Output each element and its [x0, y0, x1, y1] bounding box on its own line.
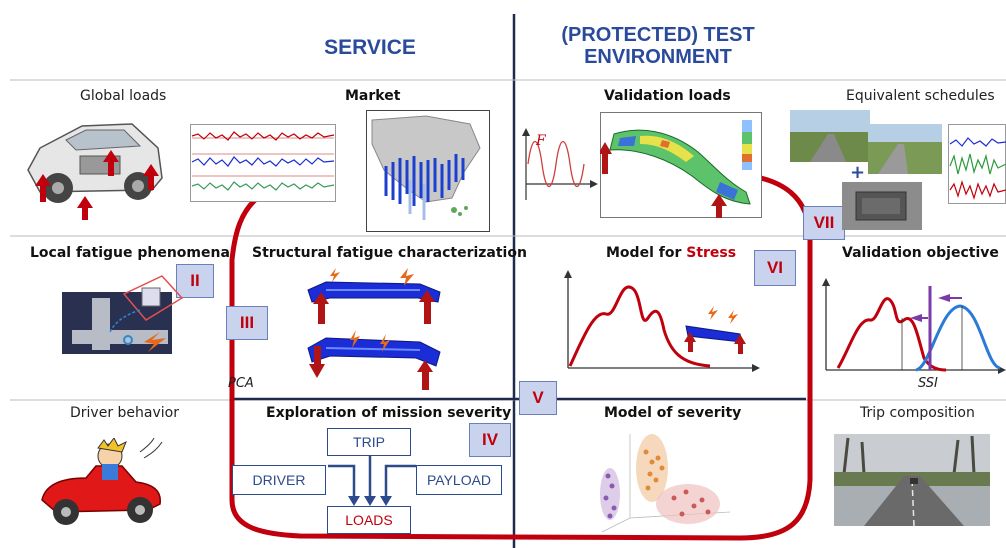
- service-heading: SERVICE: [324, 36, 416, 59]
- driver-behavior-label: Driver behavior: [70, 405, 179, 421]
- validation-objective-label: Validation objective: [842, 245, 999, 261]
- local-fatigue-label: Local fatigue phenomena: [30, 245, 230, 261]
- car-cutaway-illustration: [27, 123, 163, 220]
- step-iii-badge: III: [226, 306, 268, 340]
- driver-cartoon-illustration: [41, 438, 163, 525]
- market-load-signals: [190, 124, 336, 202]
- trip-composition-label: Trip composition: [860, 405, 975, 421]
- validation-objective-plot: [822, 278, 1006, 374]
- equivalent-signals: [948, 124, 1006, 204]
- weld-crack-illustration: [62, 275, 184, 354]
- model-for-text: Model for: [606, 245, 687, 261]
- market-label: Market: [345, 88, 401, 104]
- step-vii-badge: VII: [803, 206, 845, 240]
- beam-structure-top: [307, 268, 441, 324]
- plus-sign: +: [850, 162, 866, 183]
- validation-loads-label: Validation loads: [604, 88, 731, 104]
- severity-scatter-plot: [600, 434, 731, 533]
- step-iv-badge: IV: [469, 423, 511, 457]
- structural-fatigue-label: Structural fatigue characterization: [252, 245, 527, 261]
- model-for-stress-label: Model for Stress: [606, 245, 736, 261]
- pothole-photo: [842, 182, 922, 230]
- step-ii-badge: II: [176, 264, 214, 298]
- road-photo-2: [868, 124, 942, 174]
- stress-text: Stress: [686, 245, 737, 261]
- validation-force-plot: [522, 128, 598, 200]
- market-map-illustration: [366, 110, 490, 232]
- stress-distribution-plot: [564, 270, 760, 372]
- force-symbol: F: [536, 133, 546, 149]
- step-v-badge: V: [519, 381, 557, 415]
- pca-annotation: PCA: [228, 376, 254, 391]
- equivalent-schedules-label: Equivalent schedules: [846, 88, 995, 104]
- payload-box: PAYLOAD: [416, 465, 502, 495]
- test-environment-heading: (PROTECTED) TEST ENVIRONMENT: [561, 24, 755, 68]
- global-loads-label: Global loads: [80, 88, 167, 104]
- fea-stress-contour: [600, 112, 762, 218]
- beam-structure-bottom: [307, 330, 441, 390]
- step-vi-badge: VI: [754, 250, 796, 286]
- driver-box: DRIVER: [232, 465, 326, 495]
- road-photo-1: [790, 110, 870, 162]
- model-severity-label: Model of severity: [604, 405, 742, 421]
- exploration-label: Exploration of mission severity: [266, 405, 512, 421]
- loads-box: LOADS: [327, 506, 411, 534]
- trip-box: TRIP: [327, 428, 411, 456]
- flow-connectors: [328, 454, 416, 506]
- ssi-annotation: SSI: [918, 376, 938, 391]
- trip-road-photo: [834, 434, 990, 526]
